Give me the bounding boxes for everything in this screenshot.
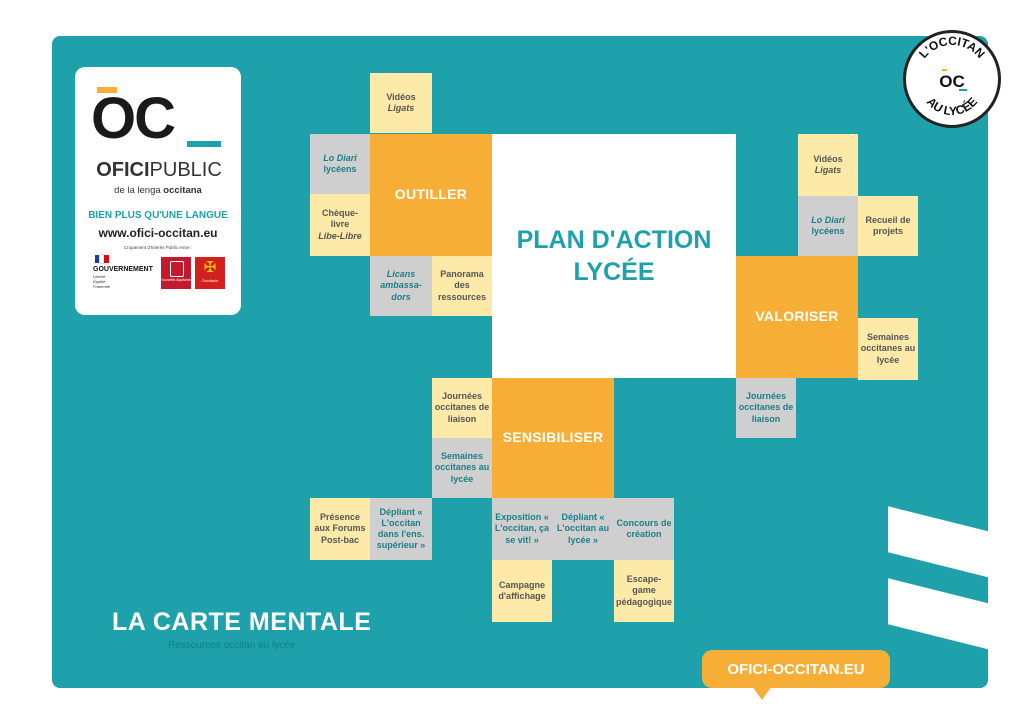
cell-text: Recueil de projets [865, 214, 911, 236]
cell-text: Vidéos [386, 91, 416, 102]
svg-text:L'OCCITAN: L'OCCITAN [916, 34, 988, 61]
cell-text: Ligats [387, 103, 415, 113]
cell-text: lycéens [811, 226, 845, 236]
cell-text: Panorama des ressources [437, 269, 487, 302]
cell-depliant-lycee[interactable]: Dépliant « L'occitan au lycée » [552, 498, 614, 560]
logo-card: OC OFICIPUBLIC de la lenga occitana BIEN… [75, 67, 241, 315]
cell-text: Chèque- [321, 208, 358, 219]
branch-sensibiliser-label: SENSIBILISER [502, 429, 604, 446]
footer-url-label: OFICI-OCCITAN.EU [727, 660, 865, 678]
region1-emblem-icon [170, 261, 184, 277]
cell-text: Escape-game pédagogique [616, 574, 672, 607]
logo-accent-underline [187, 141, 221, 147]
cell-campagne-affichage[interactable]: Campagne d'affichage [492, 560, 552, 622]
occitan-cross-icon: ✠ [203, 259, 217, 276]
government-logo: GOUVERNEMENT Liberté Égalité Fraternité [93, 254, 155, 295]
badge-top-text: L'OCCITAN [916, 34, 988, 61]
cell-text: Dépliant « L'occitan dans l'ens. supérie… [376, 506, 426, 551]
cell-text: livre [330, 219, 350, 230]
badge-accent-bar [942, 69, 947, 71]
brand-bold: OFICI [96, 159, 150, 181]
cell-text: Dépliant « L'occitan au lycée » [556, 512, 610, 545]
cell-text: Campagne d'affichage [498, 579, 546, 601]
cell-depliant-enseignement-superieur[interactable]: Dépliant « L'occitan dans l'ens. supérie… [370, 498, 432, 560]
logo-accent-bar [97, 87, 117, 93]
cell-semaines-occitanes-1[interactable]: Semaines occitanes au lycée [858, 318, 918, 380]
cell-exposition[interactable]: Exposition « L'occitan, ça se vit! » [492, 498, 552, 560]
cell-text: Lo Diari [323, 152, 357, 163]
region1-label: Nouvelle-Aquitaine [161, 278, 191, 282]
oc-logo-mark: OC [91, 83, 225, 153]
footer-url-button[interactable]: OFICI-OCCITAN.EU [702, 650, 890, 688]
page-subtitle: Ressources occitan au lycée [168, 640, 296, 651]
speech-bubble-tail [752, 686, 772, 700]
cell-text: ambassa- [380, 280, 422, 291]
occitan-au-lycee-badge: L'OCCITAN AU LYCÉE OC [903, 30, 1001, 128]
branch-valoriser[interactable]: VALORISER [736, 256, 858, 378]
center-title-line1: PLAN D'ACTION [516, 225, 712, 254]
cell-presence-forums[interactable]: Présence aux Forums Post-bac [310, 498, 370, 560]
cell-text: Vidéos [813, 153, 843, 164]
government-motto: Liberté Égalité Fraternité [93, 274, 111, 289]
branch-sensibiliser[interactable]: SENSIBILISER [492, 378, 614, 498]
badge-bottom-text: AU LYCÉE [924, 95, 980, 119]
cell-text: Journées occitanes de liaison [434, 391, 490, 424]
branch-outiller-label: OUTILLER [394, 186, 468, 203]
cell-recueil-projets[interactable]: Recueil de projets [858, 196, 918, 256]
cell-concours-creation[interactable]: Concours de création [614, 498, 674, 560]
cell-text: Semaines occitanes au lycée [434, 451, 490, 484]
logo-url[interactable]: www.ofici-occitan.eu [98, 226, 218, 240]
center-title-line2: LYCÉE [573, 258, 655, 286]
tagline-bold: occitana [163, 185, 202, 196]
cell-text: Concours de création [616, 517, 672, 539]
french-flag-icon [95, 254, 110, 264]
cell-text: Libe-Libre [318, 230, 362, 241]
branch-outiller[interactable]: OUTILLER [370, 134, 492, 256]
slogan: BIEN PLUS QU'UNE LANGUE [88, 210, 228, 221]
cell-text: Semaines occitanes au lycée [860, 332, 916, 365]
cell-text: lycéens [323, 164, 357, 174]
cell-journees-occitanes-1[interactable]: Journées occitanes de liaison [736, 378, 796, 438]
cell-text: Lo Diari [811, 214, 845, 225]
branch-valoriser-label: VALORISER [755, 308, 839, 325]
region-logo-occitanie: ✠ Occitanie [195, 257, 225, 289]
badge-mark: OC [939, 72, 965, 91]
cell-journees-occitanes-2[interactable]: Journées occitanes de liaison [432, 378, 492, 438]
cell-text: dors [391, 291, 411, 302]
region2-label: Occitanie [201, 278, 219, 283]
cell-panorama-ressources[interactable]: Panorama des ressources [432, 256, 492, 316]
logo-mark-text: OC [91, 86, 176, 151]
badge-ring: L'OCCITAN AU LYCÉE OC [916, 34, 988, 119]
cell-semaines-occitanes-2[interactable]: Semaines occitanes au lycée [432, 438, 492, 498]
cell-text: Journées occitanes de liaison [738, 391, 794, 424]
region-logo-nouvelle-aquitaine: Nouvelle-Aquitaine [161, 257, 191, 289]
cell-text: Ligats [814, 165, 842, 175]
svg-text:AU LYCÉE: AU LYCÉE [924, 95, 980, 119]
government-label: GOUVERNEMENT [93, 266, 153, 273]
plan-action-center: PLAN D'ACTION LYCÉE [492, 134, 736, 378]
brand-light: PUBLIC [149, 159, 222, 181]
cell-text: Présence aux Forums Post-bac [314, 512, 366, 545]
partners-line: Cropament d'Interès Public entre : [123, 245, 193, 250]
page-title: LA CARTE MENTALE [112, 608, 372, 636]
cell-text: Licans [386, 269, 416, 280]
brand-tagline: de la lenga occitana [85, 185, 231, 196]
cell-escape-game[interactable]: Escape-game pédagogique [614, 560, 674, 622]
badge-accent-underline [959, 89, 967, 91]
brand-name: OFICIPUBLIC [89, 159, 229, 182]
cell-text: Exposition « L'occitan, ça se vit! » [494, 512, 550, 545]
tagline-text: de la lenga [114, 185, 161, 196]
